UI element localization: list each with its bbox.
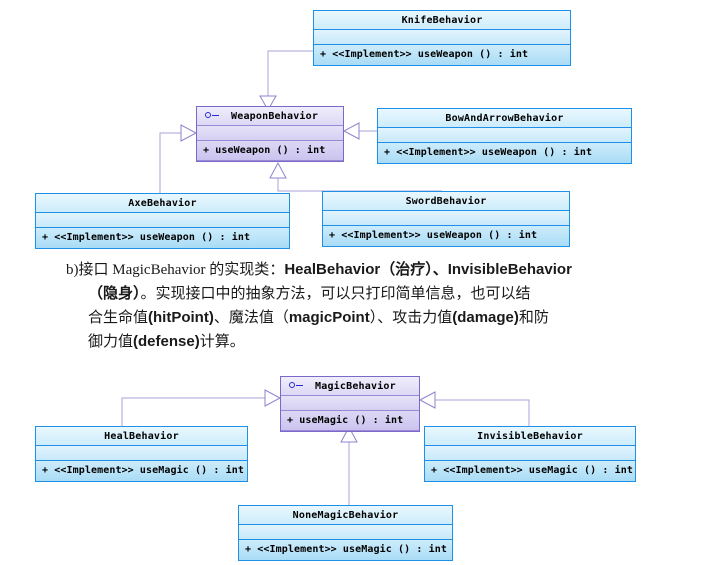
prose-line-2-b: 。实现接口中的抽象方法，可以只打印简单信息，也可以结: [140, 286, 531, 302]
class-box-axe-behavior[interactable]: AxeBehavior + <<Implement>> useWeapon ()…: [35, 193, 290, 249]
prose-line-1-a: b)接口 MagicBehavior 的实现类: [66, 262, 270, 278]
prose-line-2: （隐身）。实现接口中的抽象方法，可以只打印简单信息，也可以结: [66, 282, 666, 306]
realization-arrowhead-right: [180, 124, 198, 142]
edge-axe-to-weapon: [159, 132, 182, 195]
class-box-sword-behavior[interactable]: SwordBehavior + <<Implement>> useWeapon …: [322, 191, 570, 247]
interface-attributes-weapon: [197, 126, 343, 141]
class-operation-bow: + <<Implement>> useWeapon () : int: [378, 143, 631, 163]
class-operation-nonemagic: + <<Implement>> useMagic () : int: [239, 540, 452, 560]
prose-line-4: 御力值(defense)计算。: [66, 330, 666, 354]
interface-box-magic-behavior[interactable]: MagicBehavior + useMagic () : int: [280, 376, 420, 432]
class-operation-heal: + <<Implement>> useMagic () : int: [36, 461, 247, 481]
class-operation-sword: + <<Implement>> useWeapon () : int: [323, 226, 569, 246]
edge-sword-to-weapon: [277, 178, 442, 192]
class-name-invisible: InvisibleBehavior: [425, 427, 635, 446]
realization-arrowhead-left-magic: [418, 391, 436, 409]
class-operation-axe: + <<Implement>> useWeapon () : int: [36, 228, 289, 248]
class-operation-knife: + <<Implement>> useWeapon () : int: [314, 45, 570, 65]
class-attributes-knife: [314, 30, 570, 45]
class-name-sword: SwordBehavior: [323, 192, 569, 211]
prose-line-3: 合生命值(hitPoint)、魔法值（magicPoint）、攻击力值(dama…: [66, 306, 666, 330]
interface-lollipop-icon: [289, 382, 304, 390]
interface-attributes-magic: [281, 396, 419, 411]
interface-operation-magic: + useMagic () : int: [281, 411, 419, 431]
prose-line-3-b: (hitPoint): [148, 309, 214, 326]
prose-line-3-g: 和防: [518, 310, 549, 326]
class-box-heal-behavior[interactable]: HealBehavior + <<Implement>> useMagic ()…: [35, 426, 248, 482]
interface-operation-weapon: + useWeapon () : int: [197, 141, 343, 161]
prose-line-3-d: magicPoint: [288, 309, 370, 326]
edge-knife-to-weapon: [267, 50, 313, 98]
class-attributes-bow: [378, 128, 631, 143]
prose-line-1-b: ：: [269, 262, 285, 278]
prose-line-1-c: HealBehavior（治疗）、InvisibleBehavior: [284, 261, 572, 278]
description-paragraph: b)接口 MagicBehavior 的实现类：HealBehavior（治疗）…: [66, 258, 666, 354]
class-box-none-magic-behavior[interactable]: NoneMagicBehavior + <<Implement>> useMag…: [238, 505, 453, 561]
class-attributes-sword: [323, 211, 569, 226]
class-attributes-heal: [36, 446, 247, 461]
realization-arrowhead-up: [269, 161, 287, 179]
class-attributes-axe: [36, 213, 289, 228]
prose-line-3-a: 合生命值: [88, 310, 149, 326]
prose-line-1: b)接口 MagicBehavior 的实现类：HealBehavior（治疗）…: [66, 258, 666, 282]
prose-line-4-c: 计算。: [199, 334, 245, 350]
class-name-nonemagic: NoneMagicBehavior: [239, 506, 452, 525]
prose-line-4-b: (defense): [133, 333, 200, 350]
prose-line-3-e: ）、攻击力值: [369, 310, 453, 326]
prose-line-4-a: 御力值: [88, 334, 134, 350]
realization-arrowhead-left: [342, 122, 360, 140]
class-name-bow: BowAndArrowBehavior: [378, 109, 631, 128]
class-box-knife-behavior[interactable]: KnifeBehavior + <<Implement>> useWeapon …: [313, 10, 571, 66]
class-attributes-nonemagic: [239, 525, 452, 540]
class-box-bow-and-arrow-behavior[interactable]: BowAndArrowBehavior + <<Implement>> useW…: [377, 108, 632, 164]
interface-name-weapon: WeaponBehavior: [197, 107, 343, 126]
class-attributes-invisible: [425, 446, 635, 461]
realization-arrowhead-right-magic: [264, 389, 282, 407]
class-box-invisible-behavior[interactable]: InvisibleBehavior + <<Implement>> useMag…: [424, 426, 636, 482]
interface-name-magic: MagicBehavior: [281, 377, 419, 396]
class-name-axe: AxeBehavior: [36, 194, 289, 213]
class-name-heal: HealBehavior: [36, 427, 247, 446]
class-operation-invisible: + <<Implement>> useMagic () : int: [425, 461, 635, 481]
prose-line-3-f: (damage): [452, 309, 519, 326]
interface-lollipop-icon: [205, 112, 220, 120]
class-name-knife: KnifeBehavior: [314, 11, 570, 30]
interface-box-weapon-behavior[interactable]: WeaponBehavior + useWeapon () : int: [196, 106, 344, 162]
prose-line-2-a: （隐身）: [88, 285, 141, 302]
prose-line-3-c: 、魔法值（: [213, 310, 289, 326]
